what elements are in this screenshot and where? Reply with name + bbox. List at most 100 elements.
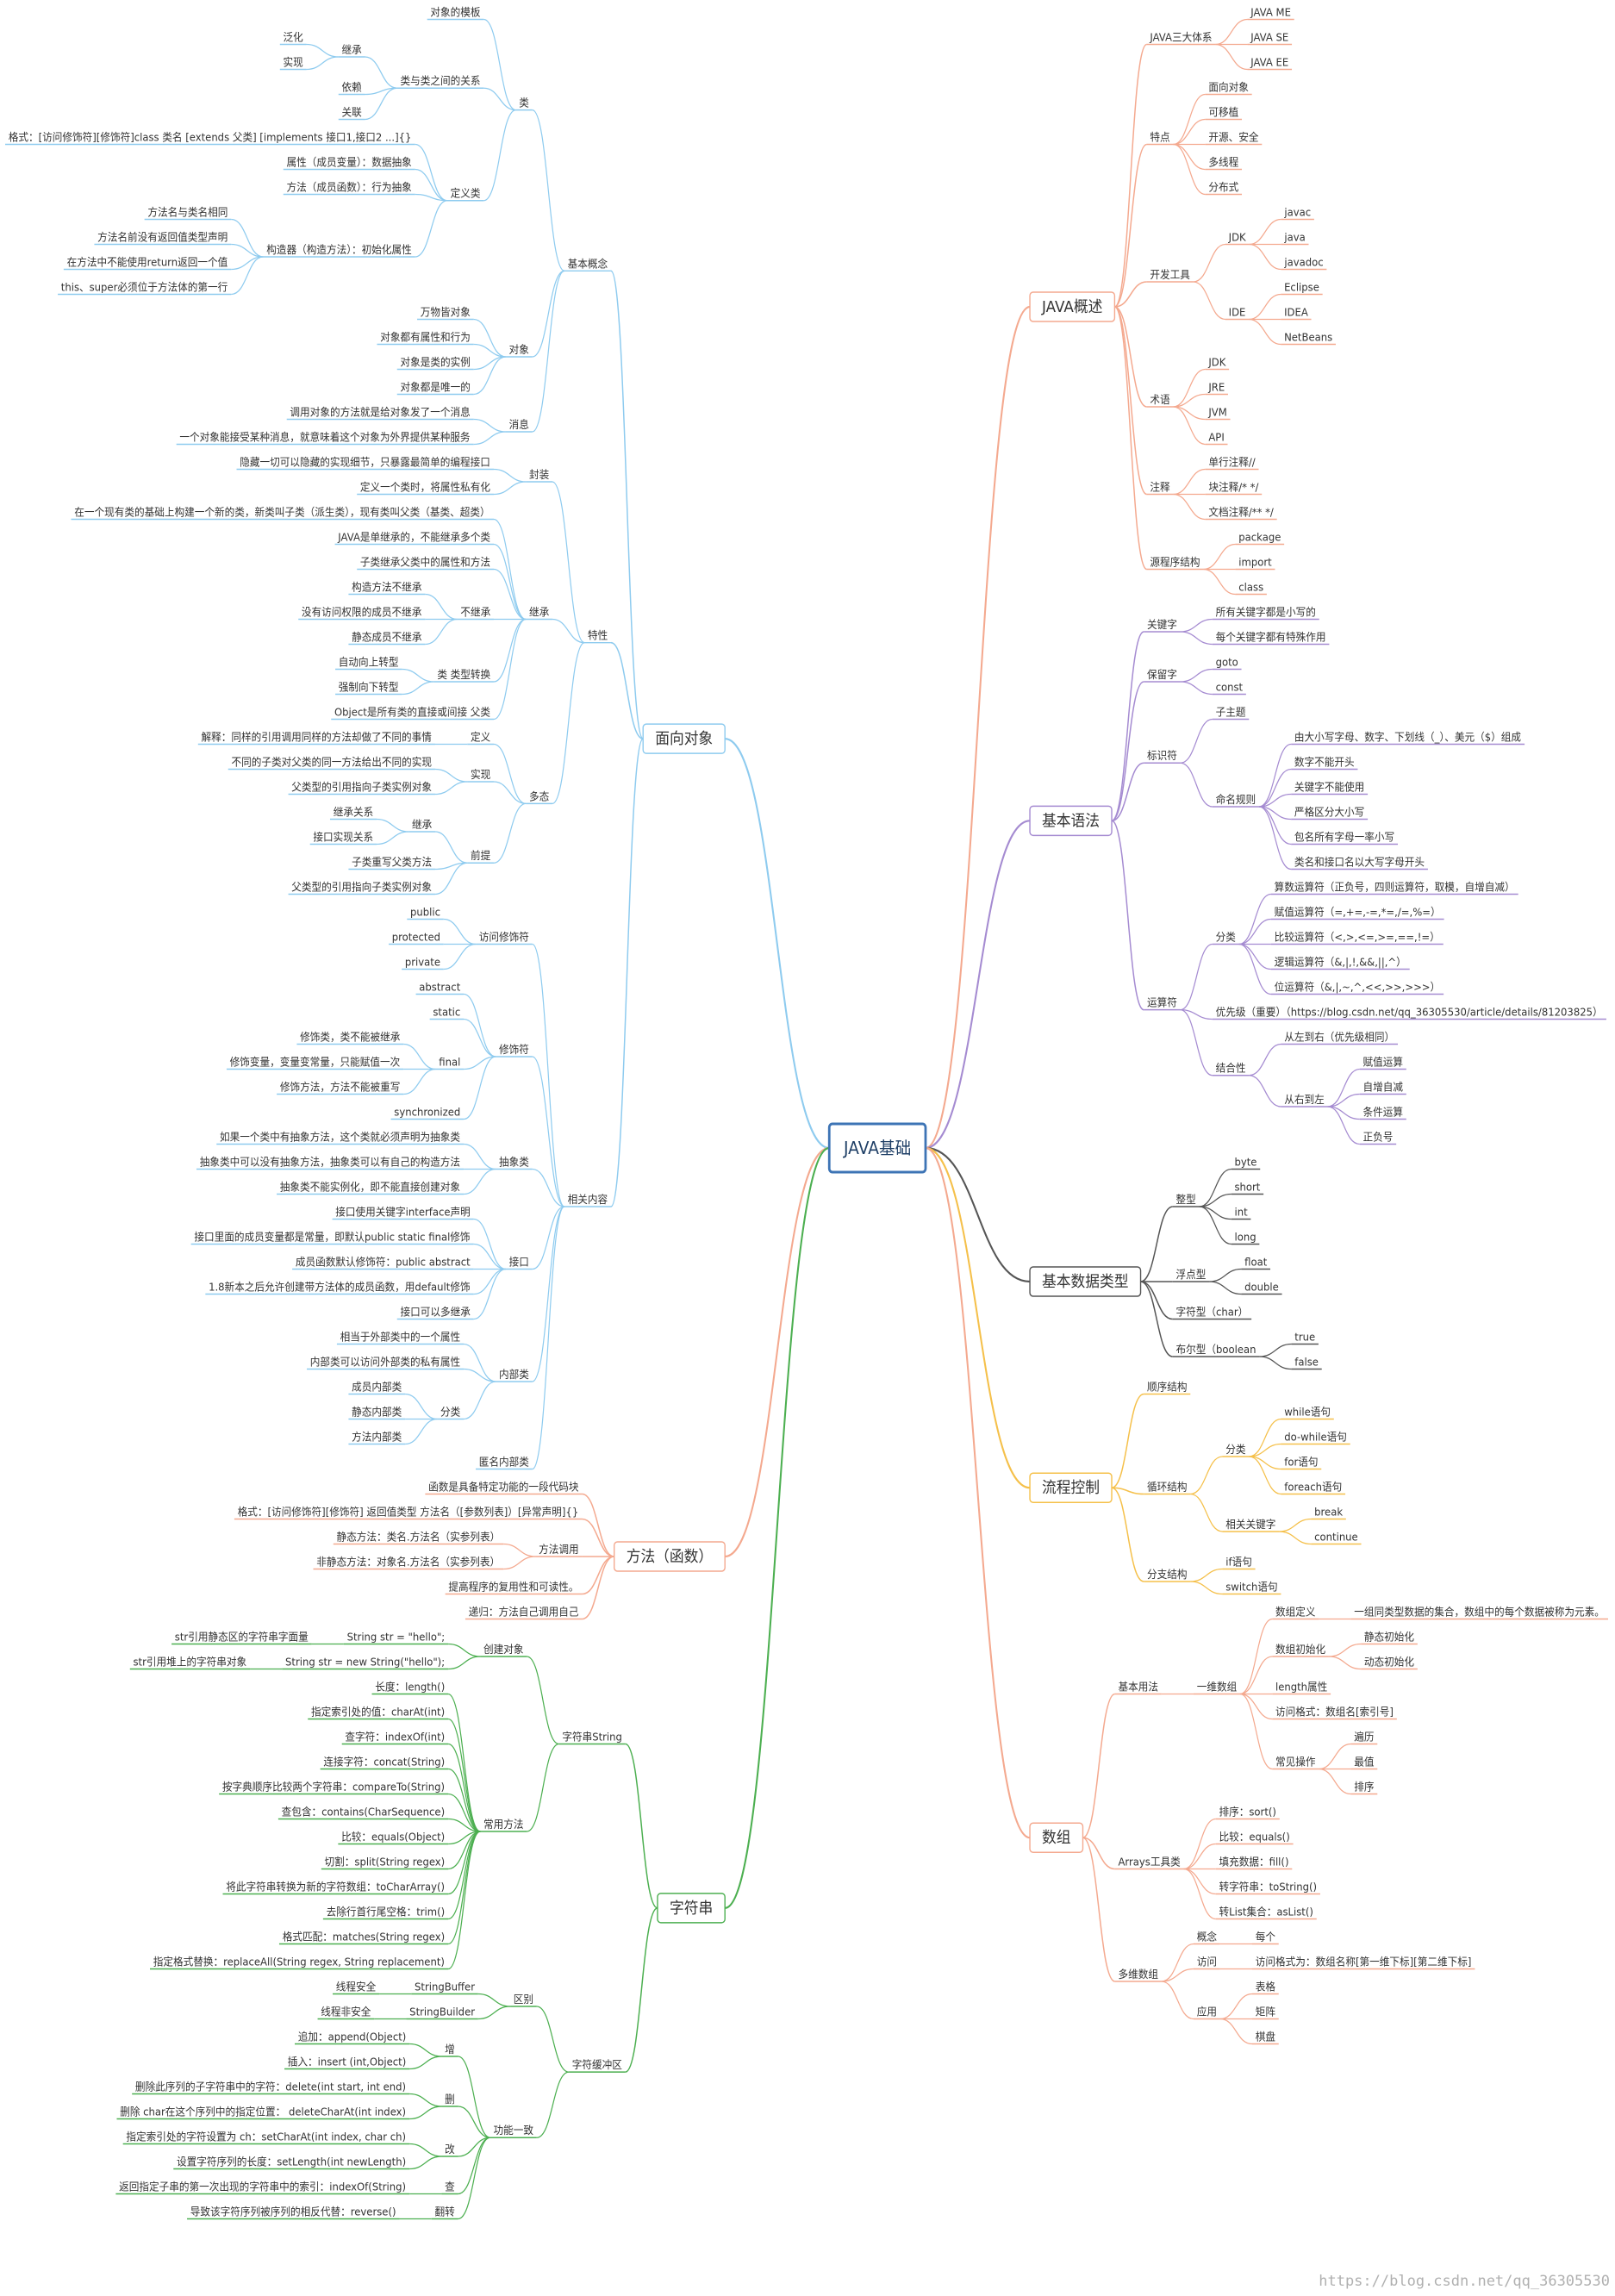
topic-node[interactable]: 分布式 — [1205, 181, 1243, 196]
topic-node[interactable]: 常见操作 — [1272, 1755, 1319, 1770]
topic-node[interactable]: static — [429, 1006, 465, 1020]
topic-node[interactable]: 构造器（构造方法）：初始化属性 — [263, 243, 415, 258]
topic-node[interactable]: 动态初始化 — [1361, 1656, 1418, 1670]
topic-node[interactable]: JAVA三大体系 — [1146, 31, 1216, 46]
topic-node[interactable]: false — [1291, 1356, 1322, 1370]
topic-node[interactable]: 转List集合：asList() — [1215, 1905, 1317, 1920]
topic-node[interactable]: 访问修饰符 — [476, 930, 533, 945]
topic-node[interactable]: 包名所有字母一率小写 — [1291, 830, 1399, 845]
topic-node[interactable]: API — [1205, 431, 1228, 446]
topic-node[interactable]: Object是所有类的直接或间接 父类 — [331, 705, 494, 721]
topic-node[interactable]: switch语句 — [1222, 1581, 1281, 1595]
root-topic[interactable]: JAVA基础 — [827, 1122, 927, 1174]
topic-node[interactable]: synchronized — [390, 1106, 465, 1120]
topic-node[interactable]: 相关关键字 — [1222, 1518, 1280, 1532]
topic-node[interactable]: 万物皆对象 — [417, 306, 474, 321]
topic-node[interactable]: 赋值运算符（=,+=,-=,*=,/=,%=） — [1270, 905, 1444, 920]
topic-node[interactable]: 修饰变量，变量变常量，只能赋值一次 — [226, 1055, 404, 1070]
topic-node[interactable]: 一组同类型数据的集合，数组中的每个数据被称为元素。 — [1350, 1605, 1609, 1620]
topic-node[interactable]: 算数运算符（正负号，四则运算符，取模，自增自减） — [1270, 880, 1518, 895]
topic-node[interactable]: for语句 — [1281, 1456, 1322, 1470]
branch-array[interactable]: 数组 — [1029, 1822, 1084, 1853]
topic-node[interactable]: 开源、安全 — [1205, 130, 1263, 146]
topic-node[interactable]: 逻辑运算符（&,|,!,&&,||,^） — [1270, 955, 1410, 970]
topic-node[interactable]: 修饰类，类不能被继承 — [296, 1030, 404, 1045]
topic-node[interactable]: 区别 — [510, 1993, 537, 2007]
topic-node[interactable]: 面向对象 — [1205, 80, 1252, 96]
topic-node[interactable]: 转字符串：toString() — [1215, 1880, 1320, 1895]
topic-node[interactable]: 严格区分大小写 — [1291, 805, 1369, 820]
topic-node[interactable]: javac — [1281, 206, 1314, 221]
topic-node[interactable]: 顺序结构 — [1144, 1380, 1191, 1395]
topic-node[interactable]: true — [1291, 1331, 1319, 1345]
topic-node[interactable]: length属性 — [1272, 1681, 1331, 1695]
topic-node[interactable]: JDK — [1225, 231, 1250, 246]
topic-node[interactable]: 多态 — [526, 790, 552, 805]
topic-node[interactable]: 方法（成员函数）：行为抽象 — [283, 180, 415, 196]
topic-node[interactable]: while语句 — [1281, 1406, 1334, 1420]
topic-node[interactable]: import — [1235, 556, 1275, 571]
topic-node[interactable]: 修饰方法，方法不能被重写 — [277, 1080, 404, 1095]
topic-node[interactable]: 多维数组 — [1114, 1968, 1162, 1982]
topic-node[interactable]: Eclipse — [1281, 281, 1323, 296]
topic-node[interactable]: 抽象类不能实例化，即不能直接创建对象 — [277, 1180, 465, 1195]
topic-node[interactable]: 数组定义 — [1272, 1605, 1319, 1620]
topic-node[interactable]: 接口 — [505, 1255, 533, 1270]
topic-node[interactable]: java — [1281, 231, 1309, 246]
topic-node[interactable]: 排序：sort() — [1215, 1805, 1280, 1820]
topic-node[interactable]: 类 类型转换 — [433, 668, 494, 683]
topic-node[interactable]: 对象都是唯一的 — [396, 380, 474, 396]
topic-node[interactable]: 调用对象的方法就是给对象发了一个消息 — [286, 405, 474, 421]
topic-node[interactable]: 继承 — [408, 819, 435, 833]
topic-node[interactable]: 删除 char在这个序列中的指定位置： deleteCharAt(int ind… — [116, 2105, 410, 2120]
topic-node[interactable]: 开发工具 — [1146, 268, 1194, 283]
topic-node[interactable]: 遍历 — [1350, 1731, 1378, 1745]
topic-node[interactable]: 方法内部类 — [348, 1430, 406, 1445]
topic-node[interactable]: 消息 — [505, 418, 533, 433]
topic-node[interactable]: JAVA EE — [1247, 56, 1293, 71]
topic-node[interactable]: 解释：同样的引用调用同样的方法却做了不同的事情 — [197, 730, 435, 746]
topic-node[interactable]: 静态初始化 — [1361, 1631, 1418, 1645]
topic-node[interactable]: 将此字符串转换为新的字符数组：toCharArray() — [222, 1880, 449, 1895]
topic-node[interactable]: 线程非安全 — [317, 2005, 375, 2020]
topic-node[interactable]: 方法名与类名相同 — [144, 205, 232, 221]
topic-node[interactable]: 导致该字符序列被序列的相反代替：reverse() — [187, 2205, 400, 2220]
topic-node[interactable]: 翻转 — [431, 2205, 458, 2220]
topic-node[interactable]: 格式：[访问修饰符][修饰符]class 类名 [extends 父类] [im… — [4, 130, 415, 146]
topic-node[interactable]: 返回指定子串的第一次出现的字符串中的索引：indexOf(String) — [115, 2180, 410, 2195]
topic-node[interactable]: 自增自减 — [1359, 1081, 1406, 1095]
topic-node[interactable]: 方法调用 — [535, 1543, 583, 1557]
topic-node[interactable]: 构造方法不继承 — [348, 580, 426, 596]
topic-node[interactable]: String str = "hello"; — [343, 1631, 449, 1645]
topic-node[interactable]: NetBeans — [1281, 331, 1336, 346]
topic-node[interactable]: 继承关系 — [329, 806, 377, 820]
topic-node[interactable]: foreach语句 — [1281, 1481, 1346, 1495]
topic-node[interactable]: Arrays工具类 — [1114, 1856, 1184, 1870]
topic-node[interactable]: 保留字 — [1144, 668, 1181, 683]
topic-node[interactable]: String str = new String("hello"); — [282, 1656, 449, 1670]
topic-node[interactable]: 可移植 — [1205, 105, 1243, 121]
topic-node[interactable]: public — [407, 906, 444, 920]
topic-node[interactable]: JVM — [1205, 406, 1231, 421]
topic-node[interactable]: package — [1235, 531, 1285, 546]
topic-node[interactable]: float — [1241, 1256, 1271, 1270]
topic-node[interactable]: 封装 — [526, 469, 552, 483]
topic-node[interactable]: 定义一个类时，将属性私有化 — [357, 480, 494, 496]
topic-node[interactable]: 不同的子类对父类的同一方法给出不同的实现 — [228, 755, 435, 771]
topic-node[interactable]: 每个 — [1251, 1930, 1279, 1945]
topic-node[interactable]: break — [1311, 1506, 1346, 1520]
branch-method[interactable]: 方法（函数） — [613, 1541, 726, 1572]
topic-node[interactable]: 数字不能开头 — [1291, 755, 1358, 771]
topic-node[interactable]: 命名规则 — [1212, 793, 1259, 808]
topic-node[interactable]: 隐藏一切可以隐藏的实现细节，只暴露最简单的编程接口 — [236, 455, 494, 471]
topic-node[interactable]: 接口实现关系 — [309, 830, 377, 845]
topic-node[interactable]: 追加：append(Object) — [294, 2030, 410, 2045]
topic-node[interactable]: 位运算符（&,|,~,^,<<,>>,>>>） — [1270, 980, 1444, 995]
topic-node[interactable]: 赋值运算 — [1359, 1055, 1406, 1070]
topic-node[interactable]: 递归：方法自己调用自己 — [465, 1605, 583, 1620]
topic-node[interactable]: 分类 — [437, 1406, 465, 1420]
topic-node[interactable]: 相当于外部类中的一个属性 — [336, 1330, 465, 1345]
topic-node[interactable]: 抽象类 — [496, 1156, 533, 1170]
topic-node[interactable]: 1.8新本之后允许创建带方法体的成员函数，用default修饰 — [205, 1280, 474, 1295]
topic-node[interactable]: 矩阵 — [1251, 2006, 1279, 2020]
